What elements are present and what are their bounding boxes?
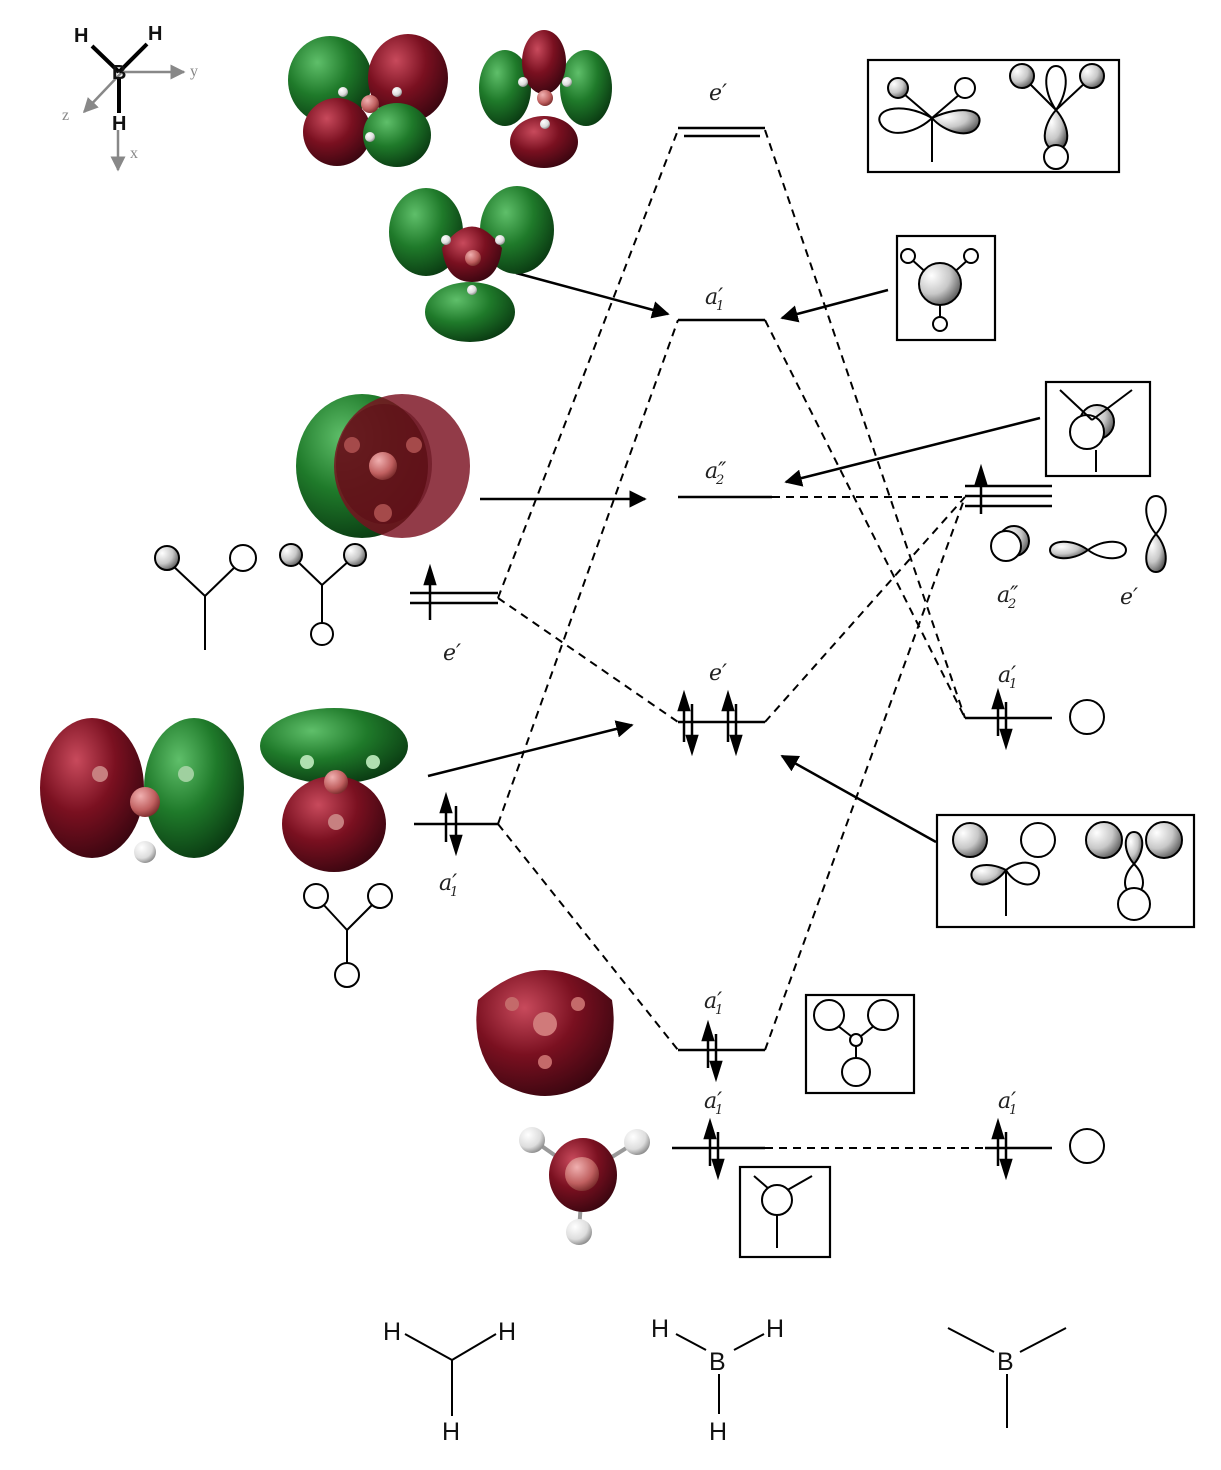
- orbital-render-a1-prime-lower: [476, 970, 614, 1096]
- orbital-render-e-prime-mid-1: [40, 718, 244, 863]
- schematic-box-a1-prime-upper: [895, 234, 997, 342]
- axis-h3-label: H: [112, 113, 126, 135]
- svg-text:e′: e′: [709, 81, 727, 106]
- svg-text:a′: a′: [705, 285, 723, 310]
- axis-z-label: z: [62, 107, 69, 124]
- svg-text:e′: e′: [709, 661, 727, 686]
- orbital-render-e-prime-top-2: [479, 30, 612, 168]
- svg-text:2: 2: [715, 473, 724, 488]
- svg-text:2: 2: [1007, 597, 1016, 612]
- schematic-box-a1-prime-bottom: [738, 1165, 832, 1259]
- structure-bh3: B H H H: [651, 1315, 784, 1446]
- orbital-render-a1-prime-upper: [389, 186, 554, 342]
- label-b-a1-prime-1s: a′ 1: [998, 1089, 1017, 1118]
- label-h3-a1-prime: a′ 1: [439, 871, 458, 900]
- svg-text:a′: a′: [998, 1089, 1016, 1114]
- bh3-atom-h1: H: [651, 1315, 669, 1343]
- orbital-render-e-prime-top-1: [288, 34, 448, 167]
- h3-a1-prime-schematic: [303, 883, 393, 988]
- orbital-render-a2-dprime: [296, 394, 470, 538]
- svg-text:1: 1: [1009, 1103, 1017, 1118]
- label-b-a1-prime-2s: a′ 1: [998, 663, 1017, 692]
- boron-p-orbitals: [990, 494, 1167, 574]
- svg-text:a′: a′: [704, 989, 722, 1014]
- axis-boron-label: B: [112, 62, 126, 84]
- bh3-atom-h3: H: [709, 1418, 727, 1446]
- label-h3-e-prime: e′: [443, 641, 461, 666]
- level-labels: e′ a′ 1 a″ 2 e′ a′ 1 a′ 1 e′ a′ 1 a″: [439, 81, 1138, 1118]
- svg-text:1: 1: [715, 1103, 723, 1118]
- h3-atom-h1: H: [383, 1318, 401, 1346]
- svg-text:1: 1: [715, 1003, 723, 1018]
- orbital-render-e-prime-mid-2: [260, 708, 408, 872]
- svg-text:e′: e′: [1120, 585, 1138, 610]
- svg-text:a′: a′: [998, 663, 1016, 688]
- correlation-lines: [497, 129, 985, 1149]
- svg-text:1: 1: [450, 885, 458, 900]
- svg-text:a″: a″: [705, 459, 727, 484]
- svg-text:1: 1: [1009, 677, 1017, 692]
- label-mo-a2-dprime: a″ 2: [705, 459, 727, 488]
- b-atom: B: [997, 1348, 1014, 1376]
- schematic-box-e-prime-mid: [935, 813, 1196, 929]
- label-mo-a1-prime-bottom: a′ 1: [704, 1089, 723, 1118]
- axis-h2-label: H: [148, 23, 162, 45]
- label-mo-a1-prime-upper: a′ 1: [705, 285, 724, 314]
- label-mo-e-prime-mid: e′: [709, 661, 727, 686]
- structure-b: B: [947, 1327, 1067, 1428]
- structure-h3: H H H: [383, 1318, 516, 1446]
- schematic-box-a2-dprime: [1044, 380, 1152, 478]
- boron-s-orbitals: [1069, 699, 1105, 1164]
- orbital-render-a1-prime-bottom: [519, 1127, 650, 1245]
- energy-levels: [410, 126, 1052, 1150]
- coordinate-axes: B H H H y z x: [62, 23, 198, 172]
- pointer-arrows: [427, 271, 1041, 844]
- svg-text:a″: a″: [997, 583, 1019, 608]
- svg-text:a′: a′: [439, 871, 457, 896]
- bh3-atom-b: B: [709, 1348, 726, 1376]
- label-b-e-prime: e′: [1120, 585, 1138, 610]
- axis-y-label: y: [190, 63, 198, 80]
- schematic-box-e-prime-top: [866, 58, 1121, 174]
- label-mo-a1-prime-lower: a′ 1: [704, 989, 723, 1018]
- h3-atom-h2: H: [498, 1318, 516, 1346]
- label-mo-e-prime-top: e′: [709, 81, 727, 106]
- svg-text:1: 1: [716, 299, 724, 314]
- label-b-a2-dprime: a″ 2: [997, 583, 1019, 612]
- schematic-box-a1-prime-lower: [804, 993, 916, 1095]
- svg-text:e′: e′: [443, 641, 461, 666]
- h3-e-prime-schematics: [154, 543, 367, 650]
- axis-h1-label: H: [74, 25, 88, 47]
- h3-atom-h3: H: [442, 1418, 460, 1446]
- bh3-atom-h2: H: [766, 1315, 784, 1343]
- svg-text:a′: a′: [704, 1089, 722, 1114]
- axis-x-label: x: [130, 145, 138, 162]
- electrons: [423, 463, 1013, 1181]
